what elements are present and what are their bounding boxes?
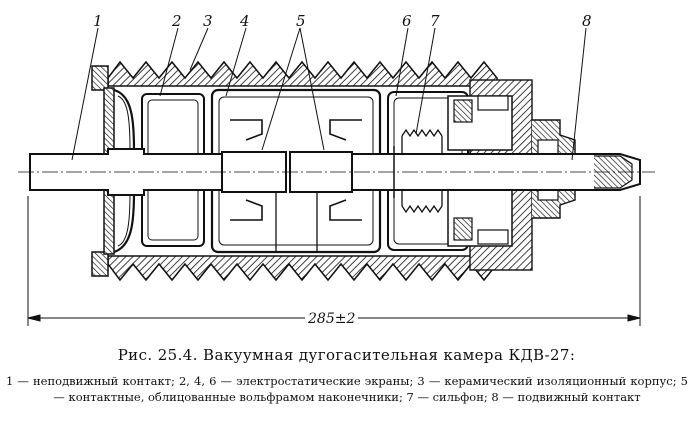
figure-caption-legend: 1 — неподвижный контакт; 2, 4, 6 — элект… xyxy=(6,374,688,404)
vacuum-chamber-drawing xyxy=(18,27,655,326)
callout-1: 1 xyxy=(93,12,103,30)
callout-3: 3 xyxy=(203,12,213,30)
figure-caption-title: Рис. 25.4. Вакуумная дугогасительная кам… xyxy=(117,346,576,364)
callout-6: 6 xyxy=(402,12,412,30)
dimension-label: 285±2 xyxy=(305,311,359,327)
callout-2: 2 xyxy=(172,12,182,30)
callout-8: 8 xyxy=(582,12,592,30)
callout-7: 7 xyxy=(430,12,440,30)
callout-leaders xyxy=(71,27,587,161)
callout-4: 4 xyxy=(240,12,250,30)
ceramic-housing xyxy=(91,60,498,282)
callout-5: 5 xyxy=(296,12,306,30)
